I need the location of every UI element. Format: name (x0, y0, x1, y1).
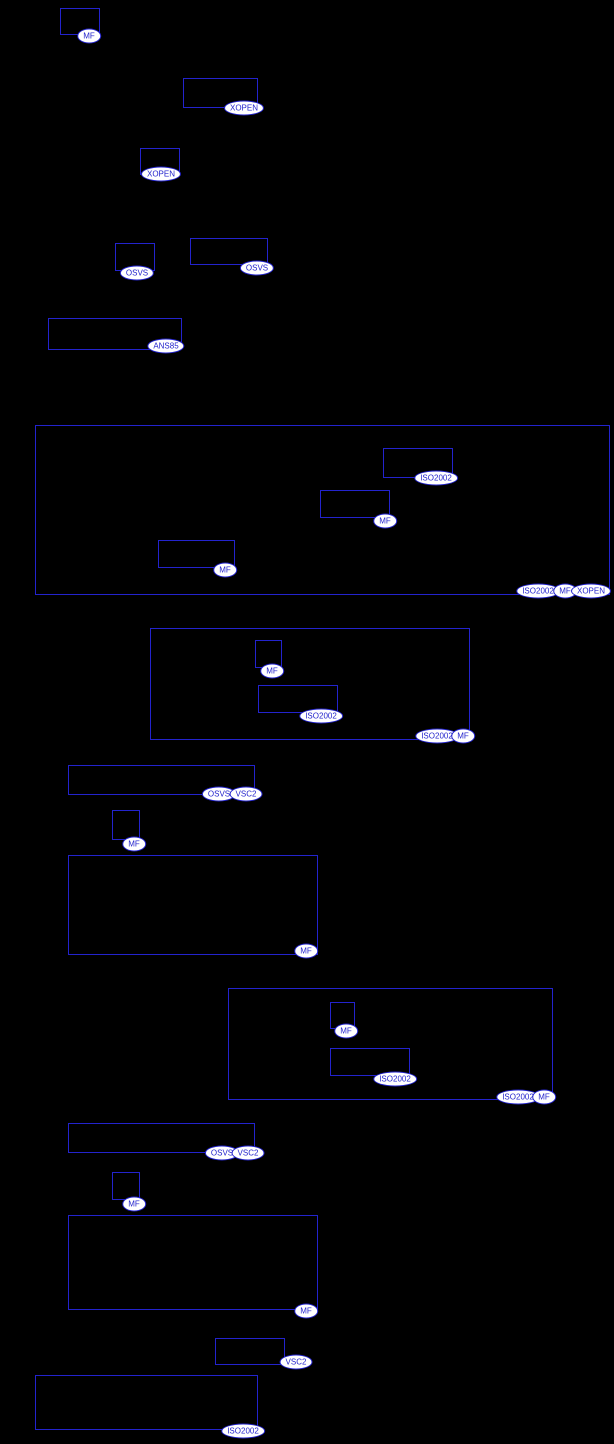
syntax-box (258, 685, 338, 713)
syntax-box-group (150, 628, 470, 740)
dialect-tag: XOPEN (140, 166, 182, 182)
dialect-tag: MF (294, 943, 318, 959)
syntax-box (320, 490, 390, 518)
dialect-tag: MF (451, 728, 475, 744)
syntax-box (190, 238, 268, 265)
dialect-tag: OSVS (239, 260, 275, 276)
syntax-box-group (228, 988, 553, 1100)
syntax-box (68, 765, 255, 795)
dialect-tag: VSC2 (231, 1145, 265, 1161)
dialect-tag: ISO2002 (415, 728, 459, 744)
syntax-box-group (68, 1215, 318, 1310)
dialect-tag: ISO2002 (221, 1423, 265, 1439)
dialect-tag: OSVS (119, 265, 155, 281)
syntax-box-group (68, 855, 318, 955)
dialect-tag: MF (77, 28, 101, 44)
dialect-tag: MF (373, 513, 397, 529)
dialect-tag: MF (122, 836, 146, 852)
dialect-tag: OSVS (201, 786, 237, 802)
dialect-tag: ISO2002 (373, 1071, 417, 1087)
dialect-tag: MF (294, 1303, 318, 1319)
dialect-tag: ANS85 (147, 338, 185, 354)
dialect-tag: MF (334, 1023, 358, 1039)
syntax-box (112, 810, 140, 840)
dialect-tag: MF (213, 562, 237, 578)
syntax-box (330, 1048, 410, 1076)
dialect-tag: MF (122, 1196, 146, 1212)
syntax-box-group (35, 1375, 258, 1430)
dialect-tag: MF (532, 1089, 556, 1105)
syntax-box (183, 78, 258, 108)
dialect-tag: ISO2002 (299, 708, 343, 724)
syntax-box (48, 318, 182, 350)
syntax-box (158, 540, 235, 568)
syntax-box (215, 1338, 285, 1365)
dialect-tag: ISO2002 (414, 470, 458, 486)
dialect-tag: VSC2 (229, 786, 263, 802)
dialect-tag: MF (260, 663, 284, 679)
dialect-tag: XOPEN (570, 583, 612, 599)
syntax-box-group (35, 425, 610, 595)
dialect-tag: VSC2 (279, 1354, 313, 1370)
syntax-box (68, 1123, 255, 1153)
dialect-tag: XOPEN (223, 100, 265, 116)
